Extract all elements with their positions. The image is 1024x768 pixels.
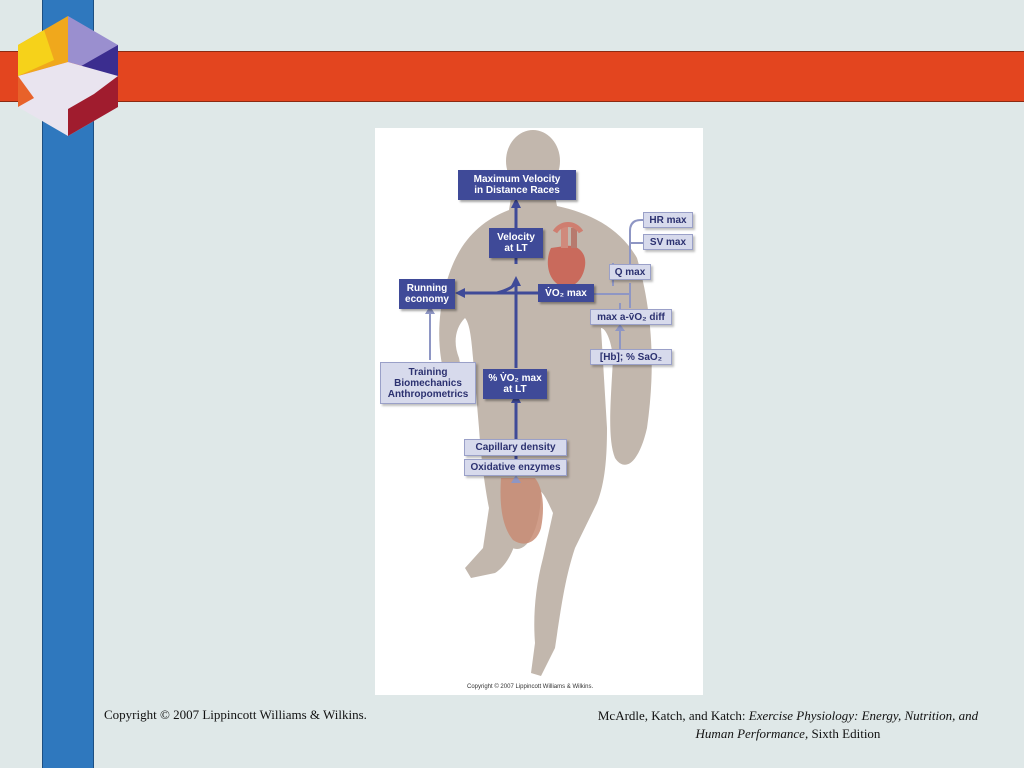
q-max-box: Q max: [609, 264, 651, 280]
heart-icon: [547, 222, 586, 287]
training-line2: Biomechanics: [394, 377, 462, 389]
max-velocity-box: Maximum Velocity in Distance Races: [458, 170, 576, 200]
hr-max-box: HR max: [643, 212, 693, 228]
muscle-icon: [500, 478, 543, 544]
max-velocity-line2: in Distance Races: [474, 185, 560, 196]
pct-vo2max-line1: % V̇O₂ max: [488, 373, 542, 384]
a-v-diff-label: max a-v̄O₂ diff: [597, 311, 665, 323]
pct-vo2max-line2: at LT: [503, 384, 527, 395]
hb-sao2-label: [Hb]; % SaO₂: [599, 351, 663, 363]
vo2max-label: V̇O₂ max: [545, 287, 587, 299]
footer-copyright: Copyright © 2007 Lippincott Williams & W…: [104, 707, 367, 722]
hr-max-label: HR max: [649, 214, 687, 226]
oxidative-enzymes-box: Oxidative enzymes: [464, 459, 567, 476]
capillary-density-box: Capillary density: [464, 439, 567, 456]
figure-copyright: Copyright © 2007 Lippincott Williams & W…: [467, 684, 594, 690]
sv-max-box: SV max: [643, 234, 693, 250]
oxidative-enzymes-label: Oxidative enzymes: [470, 462, 561, 473]
running-economy-box: Running economy: [399, 279, 455, 309]
footer-citation: McArdle, Katch, and Katch: Exercise Phys…: [588, 707, 988, 743]
velocity-lt-line2: at LT: [504, 243, 528, 254]
citation-authors: McArdle, Katch, and Katch:: [597, 708, 749, 723]
running-economy-line2: economy: [405, 294, 449, 305]
velocity-lt-line1: Velocity: [497, 232, 535, 243]
citation-edition: Sixth Edition: [808, 726, 881, 741]
capillary-density-label: Capillary density: [475, 442, 556, 453]
training-line3: Anthropometrics: [387, 388, 469, 400]
physiology-figure: Maximum Velocity in Distance Races Veloc…: [375, 128, 703, 695]
horizontal-accent-bar: [0, 51, 1024, 102]
hb-sao2-box: [Hb]; % SaO₂: [590, 349, 672, 365]
max-velocity-line1: Maximum Velocity: [473, 174, 561, 185]
training-line1: Training: [408, 366, 448, 378]
vo2max-box: V̇O₂ max: [538, 284, 594, 302]
sv-max-label: SV max: [649, 236, 687, 248]
training-box: Training Biomechanics Anthropometrics: [380, 362, 476, 404]
cube-logo-icon: [18, 16, 118, 136]
pct-vo2max-box: % V̇O₂ max at LT: [483, 369, 547, 399]
a-v-diff-box: max a-v̄O₂ diff: [590, 309, 672, 325]
running-economy-line1: Running: [406, 283, 448, 294]
citation-title: Exercise Physiology: Energy, Nutrition, …: [695, 708, 979, 741]
velocity-lt-box: Velocity at LT: [489, 228, 543, 258]
q-max-label: Q max: [614, 266, 646, 278]
